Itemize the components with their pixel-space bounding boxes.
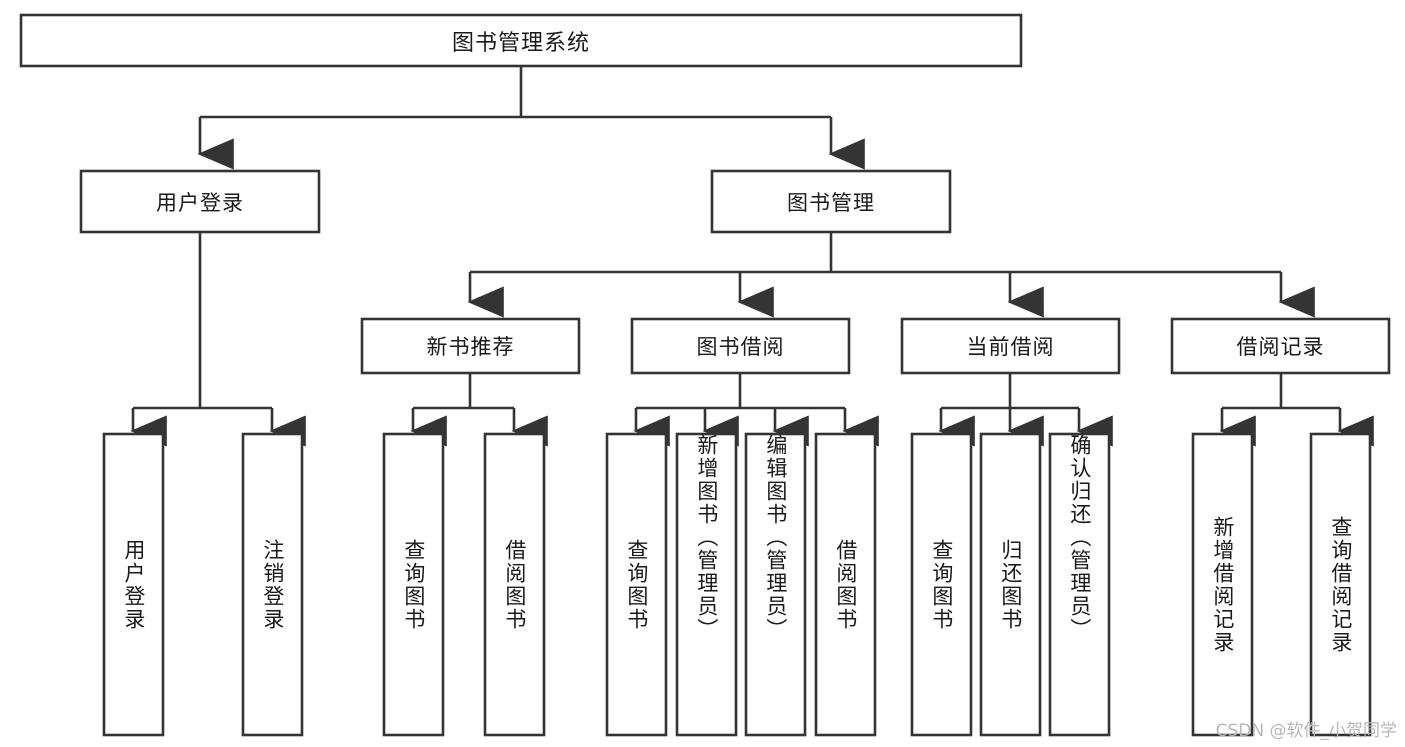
node-leaf-user-login-1-box[interactable] (241, 432, 304, 737)
node-leaf-current-borrow-0-box[interactable] (910, 432, 973, 737)
node-leaf-new-book-1-box[interactable] (483, 432, 546, 737)
node-new-book-recommend-box[interactable] (360, 317, 581, 375)
node-leaf-book-borrow-3-box[interactable] (814, 432, 877, 737)
node-leaf-book-borrow-0-box[interactable] (605, 432, 668, 737)
node-book-manage-box[interactable] (710, 169, 952, 234)
node-book-borrow-box[interactable] (630, 317, 851, 375)
node-leaf-borrow-record-1-box[interactable] (1309, 432, 1372, 737)
node-leaf-current-borrow-2-box[interactable] (1048, 432, 1111, 737)
node-leaf-book-borrow-1-box[interactable] (675, 432, 738, 737)
node-leaf-borrow-record-0-box[interactable] (1191, 432, 1254, 737)
node-user-login-box[interactable] (79, 169, 321, 234)
node-leaf-new-book-0-box[interactable] (382, 432, 445, 737)
node-leaf-book-borrow-2-box[interactable] (744, 432, 807, 737)
node-leaf-current-borrow-1-box[interactable] (979, 432, 1042, 737)
node-leaf-user-login-0-box[interactable] (102, 432, 165, 737)
node-current-borrow-box[interactable] (900, 317, 1121, 375)
node-borrow-record-box[interactable] (1170, 317, 1391, 375)
node-root-box[interactable] (19, 13, 1023, 68)
